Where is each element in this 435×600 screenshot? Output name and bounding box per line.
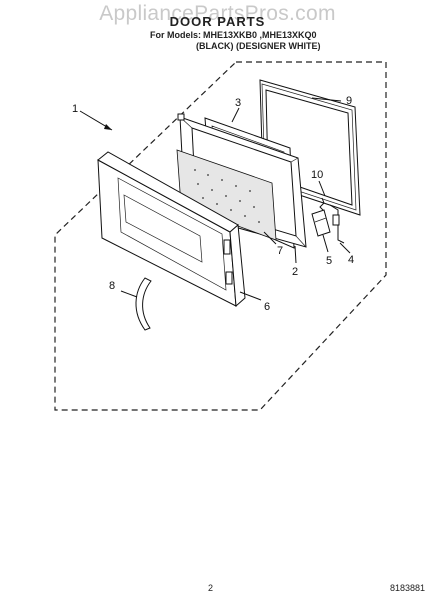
callout-3: 3 [235,97,241,109]
callout-1: 1 [72,103,78,115]
color-variants: (BLACK) (DESIGNER WHITE) [196,41,321,51]
models-prefix: For Models: [150,30,201,40]
part-8-handle [135,277,152,331]
models-line: For Models:MHE13XKB0 ,MHE13XKQ0 [150,30,317,40]
page-number: 2 [208,583,214,593]
callout-2: 2 [292,266,298,278]
models-list: MHE13XKB0 ,MHE13XKQ0 [203,30,317,40]
callout-5: 5 [326,255,332,267]
part-5-latch [311,209,331,237]
page-title: DOOR PARTS [169,14,266,29]
callout-7: 7 [277,245,283,257]
document-number: 8183881 [390,583,426,593]
leader-lines [79,97,351,301]
callout-8: 8 [109,280,115,292]
part-4-latch-bracket [329,204,345,244]
callout-10: 10 [311,169,323,181]
callout-4: 4 [348,254,354,266]
assembly-boundary [54,61,387,411]
callout-6: 6 [264,301,270,313]
part-6-door-front [97,151,246,308]
part-7-glass-panel [176,149,277,241]
callout-9: 9 [346,95,352,107]
watermark-text: AppliancePartsPros.com [99,2,336,25]
